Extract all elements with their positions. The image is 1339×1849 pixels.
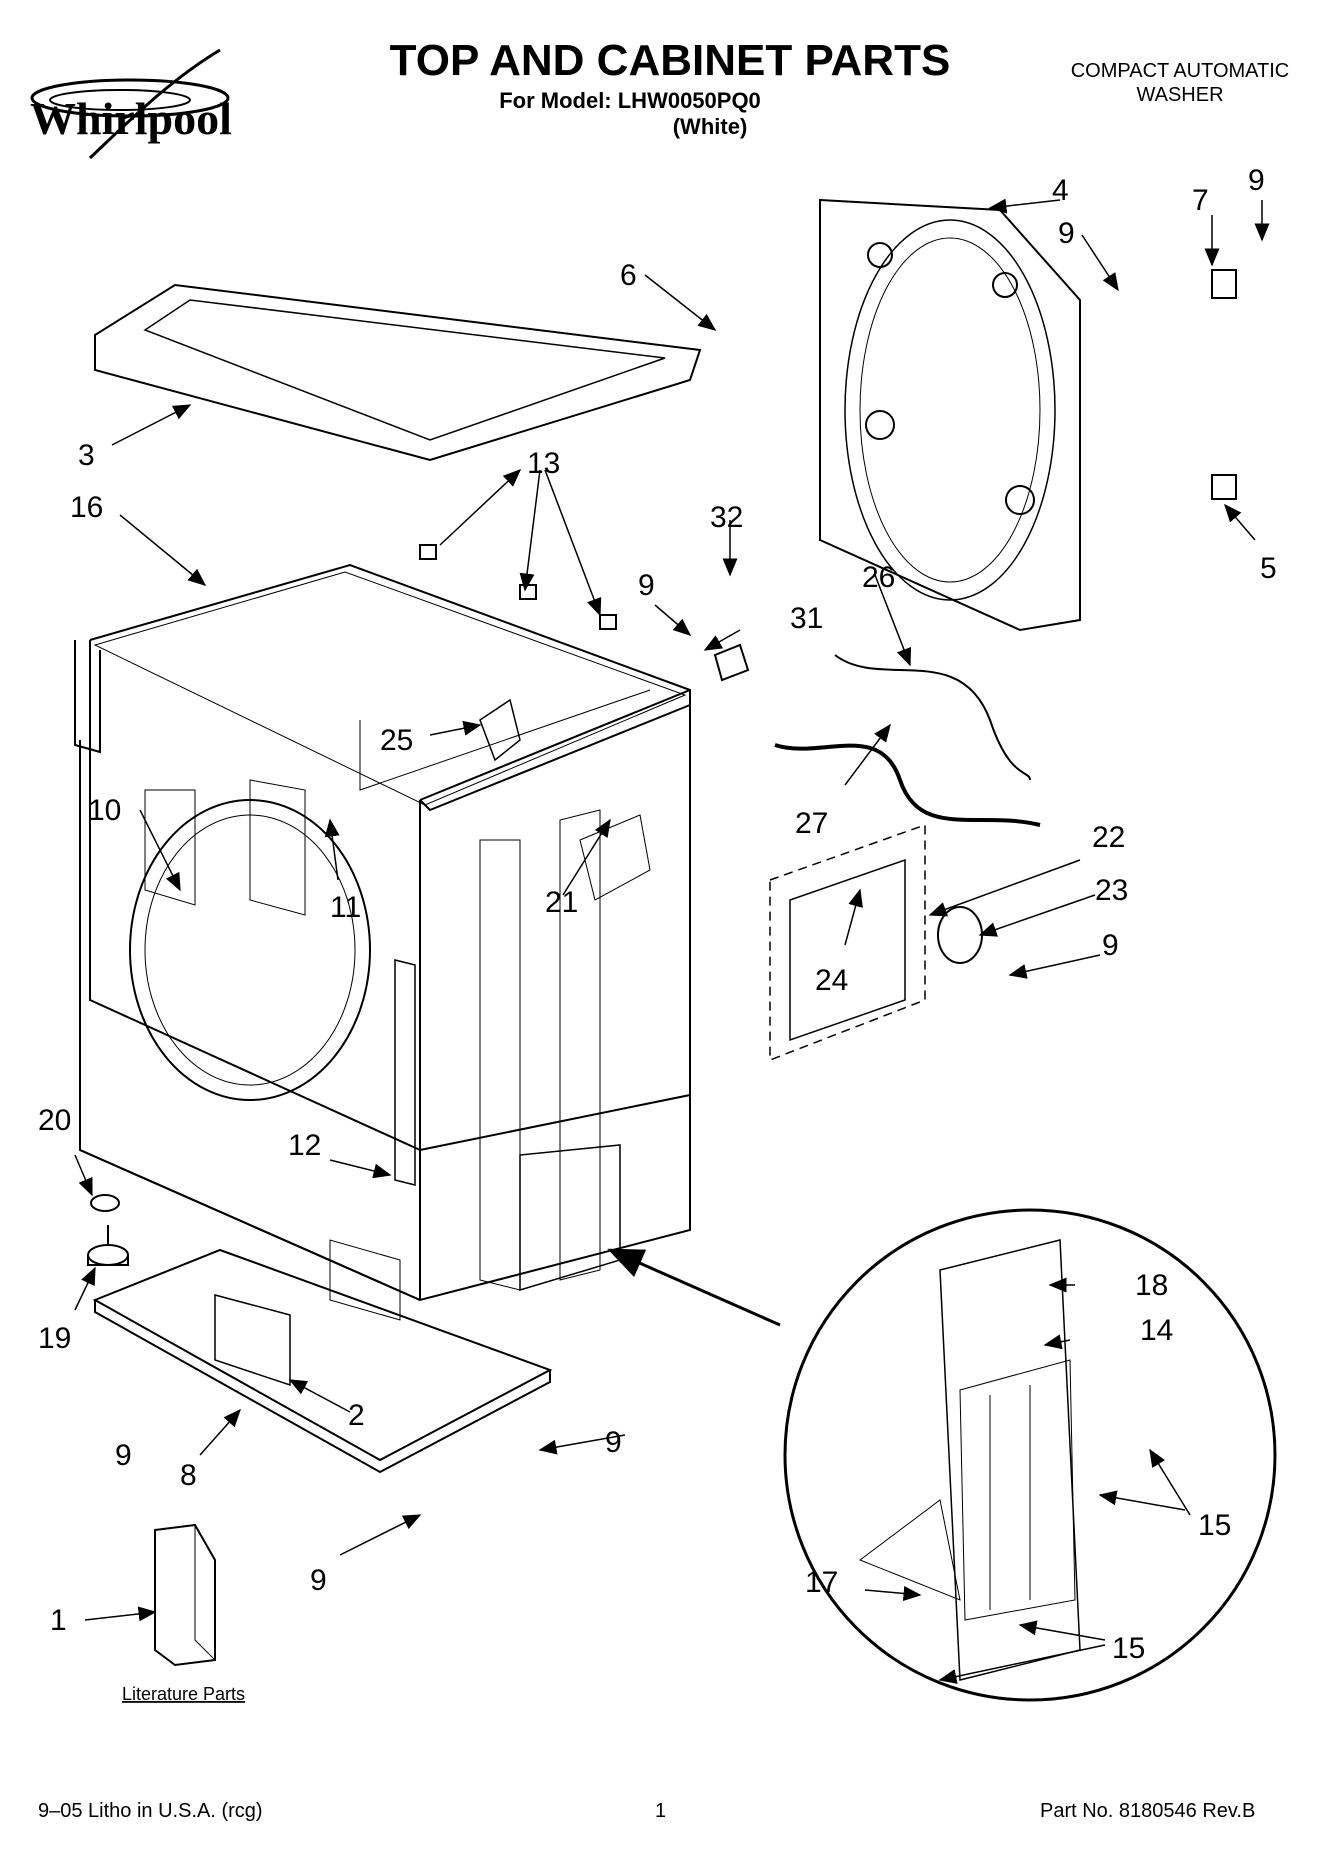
brand-name: Whirlpool — [30, 93, 232, 144]
callout-24: 24 — [815, 964, 848, 997]
callout-17: 17 — [805, 1566, 838, 1599]
wire-harness — [774, 743, 1041, 827]
callout-10: 10 — [88, 794, 121, 827]
footer-page-number: 1 — [655, 1800, 667, 1822]
callout-9-f: 9 — [605, 1426, 622, 1459]
power-cord — [834, 654, 1031, 781]
leader-lines — [74, 198, 1270, 1684]
callout-5: 5 — [1260, 552, 1277, 585]
whirlpool-logo: Whirlpool — [20, 40, 260, 160]
callout-31: 31 — [790, 602, 823, 635]
footer-part-number: Part No. 8180546 Rev.B — [1040, 1800, 1256, 1822]
rear-frame — [819, 198, 1081, 632]
callout-15-a: 15 — [1198, 1509, 1231, 1542]
callout-12: 12 — [288, 1129, 321, 1162]
callout-2: 2 — [348, 1399, 365, 1432]
callout-1: 1 — [50, 1604, 67, 1637]
callout-8: 8 — [180, 1459, 197, 1492]
literature-booklet — [154, 1523, 216, 1667]
callout-26: 26 — [862, 561, 895, 594]
callout-9-d: 9 — [1102, 929, 1119, 962]
callout-13: 13 — [527, 447, 560, 480]
callout-20: 20 — [38, 1104, 71, 1137]
callout-27: 27 — [795, 807, 828, 840]
callout-11: 11 — [330, 891, 361, 924]
callout-9-g: 9 — [310, 1564, 327, 1597]
callout-16: 16 — [70, 491, 103, 524]
page-title: TOP AND CABINET PARTS — [389, 36, 951, 85]
product-type-line1: COMPACT AUTOMATIC — [1070, 60, 1290, 82]
callout-32: 32 — [710, 501, 743, 534]
callout-14: 14 — [1140, 1314, 1173, 1347]
pressure-switch — [937, 906, 983, 964]
callout-4: 4 — [1052, 174, 1069, 207]
product-type-line2: WASHER — [1136, 84, 1224, 106]
top-panel — [94, 283, 702, 462]
variant-line: (White) — [672, 114, 748, 139]
cabinet — [74, 563, 691, 1321]
callout-3: 3 — [78, 439, 95, 472]
callout-9-a: 9 — [1248, 164, 1265, 197]
callout-6: 6 — [620, 259, 637, 292]
callout-9-e: 9 — [115, 1439, 132, 1472]
connector — [479, 698, 521, 762]
model-line: For Model: LHW0050PQ0 — [499, 88, 761, 113]
callout-23: 23 — [1095, 874, 1128, 907]
leveling-leg — [87, 1194, 129, 1266]
small-parts — [419, 269, 1237, 682]
callout-9-c: 9 — [638, 569, 655, 602]
callout-25: 25 — [380, 724, 413, 757]
control-board — [769, 823, 926, 1062]
callout-19: 19 — [38, 1322, 71, 1355]
whirlpool-swirl-icon — [30, 48, 230, 160]
callout-21: 21 — [545, 886, 578, 919]
callout-15-b: 15 — [1112, 1632, 1145, 1665]
footer-litho: 9–05 Litho in U.S.A. (rcg) — [38, 1800, 263, 1822]
callout-9-b: 9 — [1058, 217, 1075, 250]
literature-parts-label: Literature Parts — [122, 1684, 245, 1704]
callout-7: 7 — [1192, 184, 1209, 217]
callout-labels: 1 2 3 4 5 6 7 8 9 9 9 9 9 9 9 10 11 12 1… — [38, 164, 1277, 1704]
callout-22: 22 — [1092, 821, 1125, 854]
callout-18: 18 — [1135, 1269, 1168, 1302]
